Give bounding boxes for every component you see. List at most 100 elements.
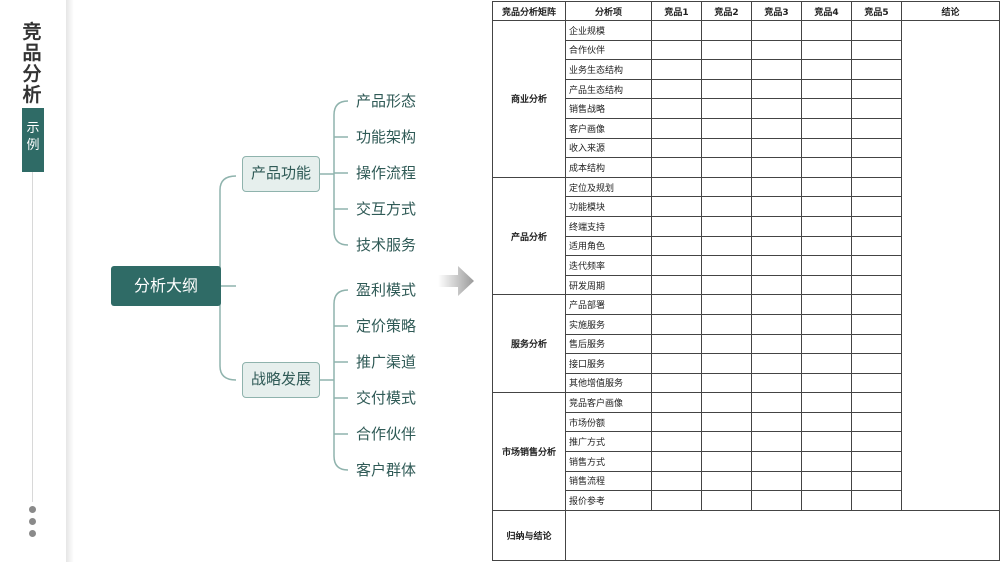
- competitor-cell[interactable]: [851, 372, 902, 394]
- competitor-cell[interactable]: [751, 255, 802, 276]
- competitor-cell[interactable]: [851, 255, 902, 276]
- competitor-cell[interactable]: [701, 431, 752, 453]
- competitor-cell[interactable]: [801, 333, 852, 355]
- competitor-cell[interactable]: [751, 137, 802, 159]
- conclusion-cell[interactable]: [901, 20, 1000, 511]
- competitor-cell[interactable]: [651, 411, 702, 433]
- competitor-cell[interactable]: [851, 313, 902, 335]
- competitor-cell[interactable]: [701, 490, 752, 511]
- competitor-cell[interactable]: [801, 490, 852, 511]
- leaf-node[interactable]: 功能架构: [356, 128, 417, 146]
- competitor-cell[interactable]: [801, 372, 852, 394]
- competitor-cell[interactable]: [701, 196, 752, 217]
- competitor-cell[interactable]: [801, 20, 852, 41]
- competitor-cell[interactable]: [801, 294, 852, 315]
- competitor-cell[interactable]: [801, 215, 852, 237]
- leaf-node[interactable]: 客户群体: [356, 461, 417, 479]
- competitor-cell[interactable]: [701, 274, 752, 296]
- competitor-cell[interactable]: [651, 235, 702, 257]
- competitor-cell[interactable]: [801, 274, 852, 296]
- competitor-cell[interactable]: [801, 470, 852, 492]
- competitor-cell[interactable]: [851, 215, 902, 237]
- competitor-cell[interactable]: [651, 313, 702, 335]
- competitor-cell[interactable]: [801, 176, 852, 198]
- competitor-cell[interactable]: [751, 176, 802, 198]
- competitor-cell[interactable]: [801, 137, 852, 159]
- competitor-cell[interactable]: [751, 451, 802, 472]
- competitor-cell[interactable]: [801, 196, 852, 217]
- competitor-cell[interactable]: [651, 215, 702, 237]
- competitor-cell[interactable]: [651, 176, 702, 198]
- competitor-cell[interactable]: [801, 255, 852, 276]
- competitor-cell[interactable]: [751, 372, 802, 394]
- summary-cell[interactable]: [565, 509, 1000, 561]
- competitor-cell[interactable]: [801, 98, 852, 119]
- branch-strategy[interactable]: 战略发展: [242, 362, 320, 398]
- competitor-cell[interactable]: [701, 372, 752, 394]
- competitor-cell[interactable]: [701, 215, 752, 237]
- competitor-cell[interactable]: [701, 392, 752, 413]
- leaf-node[interactable]: 技术服务: [356, 236, 417, 254]
- competitor-cell[interactable]: [751, 470, 802, 492]
- competitor-cell[interactable]: [851, 59, 902, 80]
- competitor-cell[interactable]: [751, 431, 802, 453]
- competitor-cell[interactable]: [751, 235, 802, 257]
- competitor-cell[interactable]: [651, 431, 702, 453]
- competitor-cell[interactable]: [751, 157, 802, 178]
- competitor-cell[interactable]: [651, 451, 702, 472]
- competitor-cell[interactable]: [751, 59, 802, 80]
- competitor-cell[interactable]: [751, 333, 802, 355]
- competitor-cell[interactable]: [651, 20, 702, 41]
- leaf-node[interactable]: 定价策略: [356, 317, 417, 335]
- competitor-cell[interactable]: [801, 39, 852, 61]
- leaf-node[interactable]: 产品形态: [356, 92, 417, 110]
- more-dot-3[interactable]: [29, 530, 36, 537]
- competitor-cell[interactable]: [701, 470, 752, 492]
- competitor-cell[interactable]: [701, 333, 752, 355]
- competitor-cell[interactable]: [851, 392, 902, 413]
- competitor-cell[interactable]: [751, 411, 802, 433]
- competitor-cell[interactable]: [701, 59, 752, 80]
- competitor-cell[interactable]: [651, 39, 702, 61]
- competitor-cell[interactable]: [801, 235, 852, 257]
- competitor-cell[interactable]: [751, 313, 802, 335]
- leaf-node[interactable]: 盈利模式: [356, 281, 417, 299]
- competitor-cell[interactable]: [701, 137, 752, 159]
- competitor-cell[interactable]: [701, 294, 752, 315]
- competitor-cell[interactable]: [851, 235, 902, 257]
- competitor-cell[interactable]: [801, 157, 852, 178]
- competitor-cell[interactable]: [751, 215, 802, 237]
- competitor-cell[interactable]: [651, 372, 702, 394]
- competitor-cell[interactable]: [851, 274, 902, 296]
- competitor-cell[interactable]: [801, 431, 852, 453]
- competitor-cell[interactable]: [751, 294, 802, 315]
- competitor-cell[interactable]: [701, 313, 752, 335]
- competitor-cell[interactable]: [701, 20, 752, 41]
- competitor-cell[interactable]: [851, 20, 902, 41]
- competitor-cell[interactable]: [651, 157, 702, 178]
- leaf-node[interactable]: 操作流程: [356, 164, 417, 182]
- competitor-cell[interactable]: [851, 431, 902, 453]
- competitor-cell[interactable]: [851, 490, 902, 511]
- competitor-cell[interactable]: [801, 117, 852, 139]
- competitor-cell[interactable]: [751, 353, 802, 374]
- competitor-cell[interactable]: [801, 451, 852, 472]
- competitor-cell[interactable]: [751, 78, 802, 100]
- competitor-cell[interactable]: [651, 333, 702, 355]
- competitor-cell[interactable]: [701, 255, 752, 276]
- competitor-cell[interactable]: [801, 78, 852, 100]
- competitor-cell[interactable]: [851, 78, 902, 100]
- competitor-cell[interactable]: [851, 157, 902, 178]
- leaf-node[interactable]: 交付模式: [356, 389, 417, 407]
- competitor-cell[interactable]: [701, 157, 752, 178]
- competitor-cell[interactable]: [751, 196, 802, 217]
- competitor-cell[interactable]: [651, 196, 702, 217]
- competitor-cell[interactable]: [851, 411, 902, 433]
- competitor-cell[interactable]: [651, 490, 702, 511]
- competitor-cell[interactable]: [801, 411, 852, 433]
- competitor-cell[interactable]: [851, 333, 902, 355]
- competitor-cell[interactable]: [651, 294, 702, 315]
- leaf-node[interactable]: 推广渠道: [356, 353, 417, 371]
- competitor-cell[interactable]: [651, 78, 702, 100]
- more-dot-1[interactable]: [29, 506, 36, 513]
